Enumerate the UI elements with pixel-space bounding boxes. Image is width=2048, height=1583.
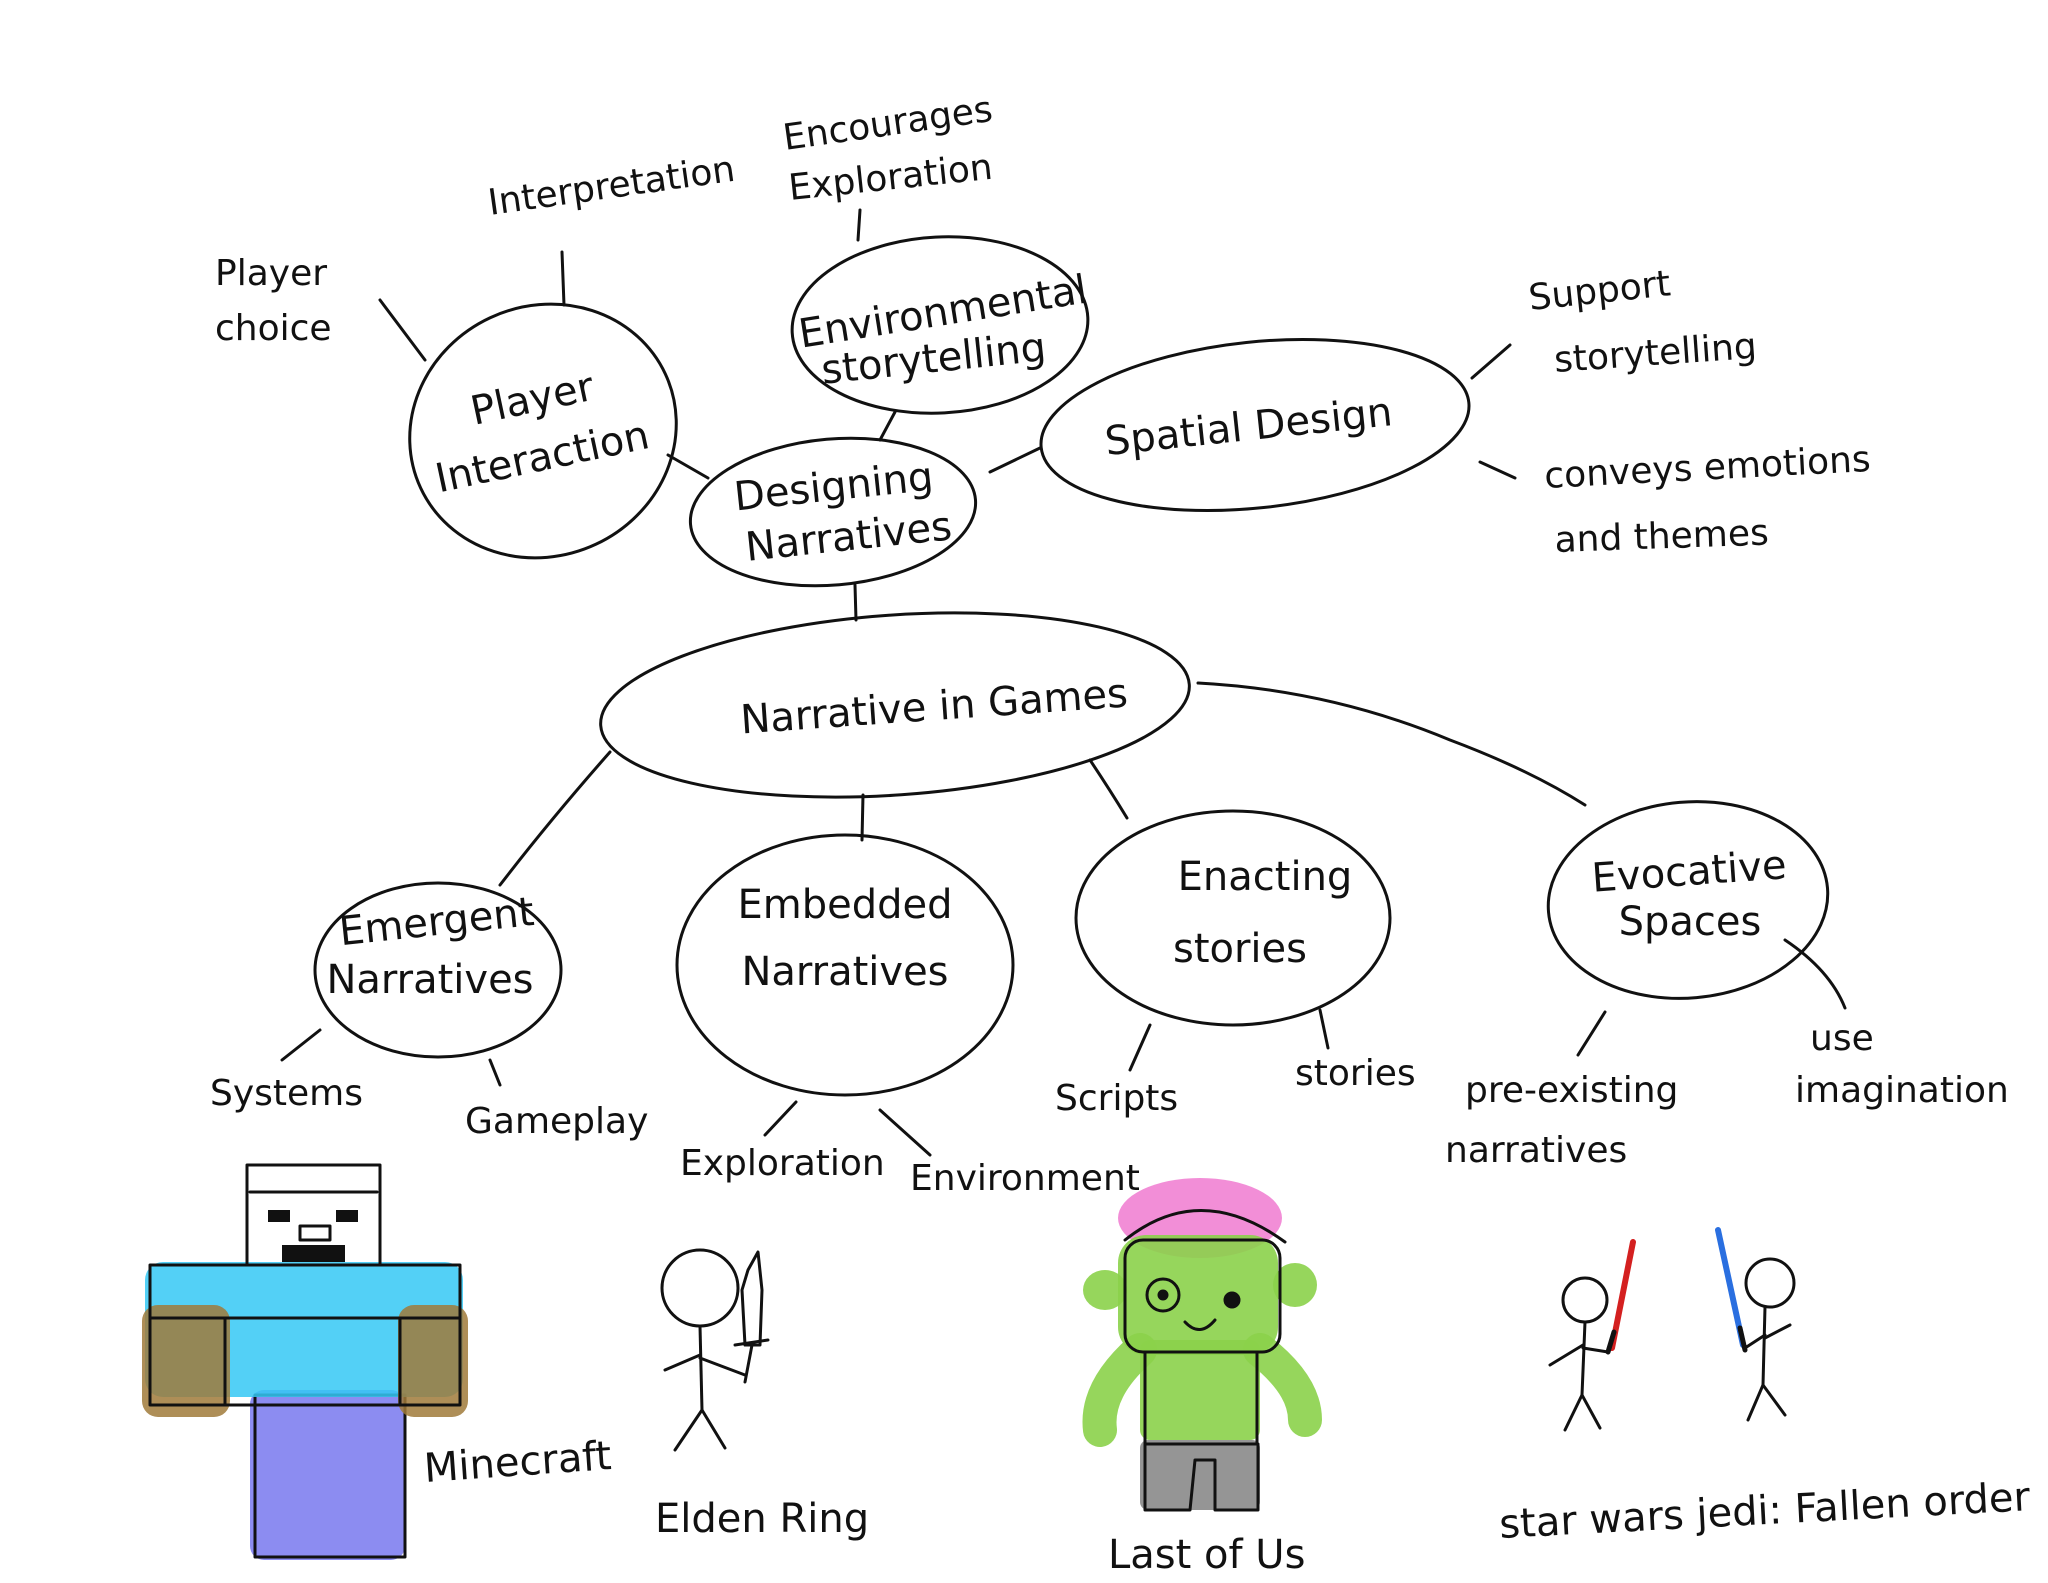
- node-narrative-in-games-label: Narrative in Games: [739, 671, 1129, 744]
- leaf-encourages-exploration-line1: Encourages: [781, 89, 995, 159]
- node-evocative-spaces: Evocative Spaces: [1546, 800, 1830, 1000]
- node-designing-narratives: Designing Narratives: [688, 436, 978, 588]
- node-evocative-spaces-line1: Evocative: [1590, 842, 1788, 901]
- leaf-stories: stories: [1295, 1053, 1416, 1094]
- leaf-pre-existing-line1: pre-existing: [1465, 1070, 1678, 1111]
- node-emergent-narratives: Emergent Narratives: [313, 881, 563, 1059]
- node-spatial-design: Spatial Design: [1039, 337, 1471, 513]
- node-player-interaction: Player Interaction: [408, 302, 678, 560]
- leaf-conveys-emotions-line1: conveys emotions: [1543, 439, 1871, 497]
- leaf-use-imagination-line1: use: [1810, 1018, 1874, 1059]
- connector-lines: [280, 208, 1847, 1157]
- star-wars-jedi-drawing: [1548, 1227, 1796, 1432]
- leaf-use-imagination-line2: imagination: [1795, 1070, 2009, 1111]
- node-enacting-stories-line1: Enacting: [1178, 854, 1353, 900]
- leaf-encourages-exploration-line2: Exploration: [787, 147, 995, 209]
- caption-minecraft: Minecraft: [422, 1433, 612, 1492]
- leaf-scripts: Scripts: [1055, 1078, 1178, 1119]
- leaf-pre-existing-line2: narratives: [1445, 1130, 1627, 1171]
- node-enacting-stories-line2: stories: [1173, 926, 1307, 972]
- node-environmental-storytelling: Environmental storytelling: [790, 235, 1090, 415]
- node-enacting-stories: Enacting stories: [1074, 809, 1392, 1027]
- leaf-exploration: Exploration: [680, 1143, 885, 1184]
- leaf-interpretation: Interpretation: [486, 149, 738, 224]
- leaf-support-storytelling-line2: storytelling: [1553, 326, 1758, 381]
- leaf-gameplay: Gameplay: [465, 1101, 648, 1142]
- leaf-player-choice-line1: Player: [215, 253, 327, 294]
- node-emergent-narratives-line2: Narratives: [326, 957, 533, 1003]
- leaf-support-storytelling-line1: Support: [1527, 263, 1673, 319]
- node-evocative-spaces-line2: Spaces: [1619, 899, 1762, 945]
- caption-star-wars: star wars jedi: Fallen order: [1498, 1474, 2031, 1548]
- node-embedded-narratives-line1: Embedded: [737, 882, 952, 928]
- node-player-interaction-line2: Interaction: [431, 412, 653, 502]
- leaf-environment: Environment: [910, 1158, 1140, 1199]
- leaf-systems: Systems: [210, 1073, 363, 1114]
- leaf-player-choice-line2: choice: [215, 308, 332, 349]
- caption-elden-ring: Elden Ring: [655, 1496, 869, 1542]
- minecraft-steve-drawing: [142, 1163, 468, 1560]
- caption-last-of-us: Last of Us: [1108, 1532, 1305, 1578]
- last-of-us-zombie-drawing: [1082, 1178, 1322, 1512]
- leaf-conveys-emotions-line2: and themes: [1554, 513, 1770, 561]
- elden-ring-stickman-drawing: [660, 1248, 770, 1452]
- node-spatial-design-label: Spatial Design: [1103, 389, 1395, 465]
- node-player-interaction-line1: Player: [467, 364, 599, 435]
- leaf-labels: Player choice Interpretation Encourages …: [210, 89, 2009, 1199]
- node-embedded-narratives-line2: Narratives: [741, 949, 948, 995]
- node-embedded-narratives: Embedded Narratives: [675, 833, 1015, 1097]
